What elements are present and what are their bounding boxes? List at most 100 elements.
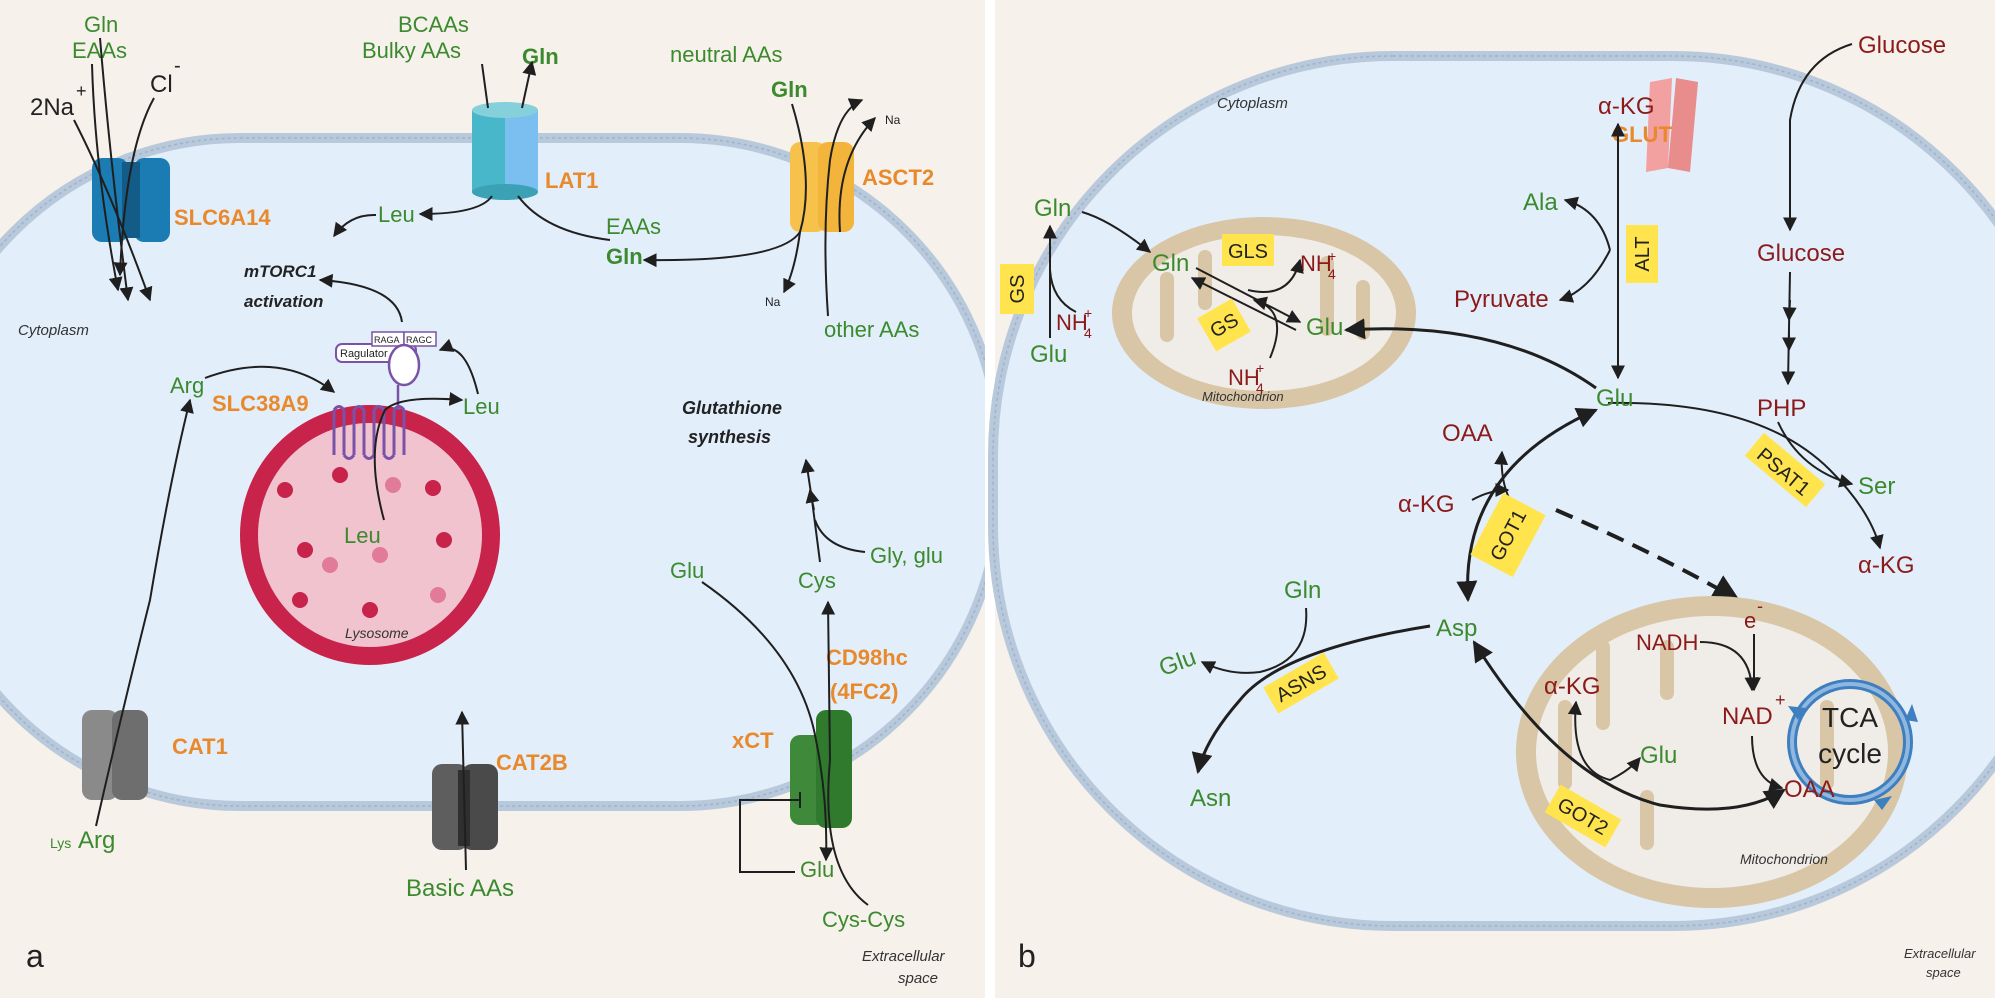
arrow-na-in	[73, 119, 153, 302]
psat1-tag	[1744, 432, 1826, 508]
glu-cytoplasm: Glu	[670, 558, 704, 583]
neutral-aas-substrate: neutral AAs	[670, 42, 783, 67]
panel-a-extracellular-label-2: space	[898, 970, 938, 987]
eaas-cytoplasm: EAAs	[606, 214, 661, 239]
glucose-extracellular: Glucose	[1858, 32, 1946, 59]
arrow-gln-glu-gls	[1195, 267, 1302, 323]
akg-psat1: α-KG	[1858, 552, 1915, 579]
tca-arrow-3	[1874, 796, 1892, 810]
cat1-label: CAT1	[172, 734, 228, 759]
gln-asct2-out: Gln	[771, 77, 808, 102]
panel-b-cytoplasm-label: Cytoplasm	[1217, 95, 1288, 112]
gs-left-label: GS	[1007, 275, 1029, 304]
nh4-mito-2-sub: 4	[1256, 380, 1264, 396]
cl-charge: -	[174, 55, 181, 77]
panel-a: Cytoplasm Extracellular space a SLC6A14 …	[0, 0, 1005, 998]
arrow-glu-gln-gs	[1190, 277, 1297, 331]
glu-left: Glu	[1030, 341, 1067, 368]
nh4-left: NH	[1056, 310, 1088, 335]
line-nh4-left	[1049, 269, 1077, 313]
arrow-asp-asn	[1191, 624, 1431, 775]
gly-glu-substrate: Gly, glu	[870, 543, 943, 568]
slc38a9-label: SLC38A9	[212, 391, 309, 416]
panel-b: Cytoplasm Extracellular space b GLUT Glu…	[988, 0, 1995, 998]
php-metabolite: PHP	[1757, 395, 1806, 422]
lat1-transporter	[472, 102, 538, 200]
lysosome-label: Lysosome	[345, 625, 409, 641]
akg-mito2: α-KG	[1544, 673, 1601, 700]
arrow-nh4-release	[1247, 258, 1304, 293]
glutathione-line1: Glutathione	[682, 398, 782, 418]
gln-asns: Gln	[1284, 577, 1321, 604]
panel-b-membrane-texture	[992, 55, 1995, 927]
lat1-label: LAT1	[545, 168, 598, 193]
other-aas: other AAs	[824, 317, 919, 342]
electron: e	[1744, 608, 1756, 633]
basic-aas-substrate: Basic AAs	[406, 875, 514, 902]
glu-extracellular: Glu	[800, 857, 834, 882]
cl-ion: Cl	[150, 71, 173, 98]
nad-charge: +	[1775, 690, 1786, 710]
arrow-glycolysis-step-1	[1782, 299, 1797, 322]
alt-tag	[1626, 225, 1658, 283]
cat2b-transporter	[432, 764, 498, 850]
got1-tag	[1470, 492, 1546, 578]
gln-lat1-out: Gln	[522, 44, 559, 69]
mtorc1-line1: mTORC1	[244, 262, 316, 281]
arrow-leu-efflux	[373, 392, 464, 521]
gln-cytoplasm: Gln	[606, 244, 643, 269]
arrow-cystine-in	[821, 600, 869, 906]
asct2-transporter	[790, 142, 854, 232]
glu-mito2: Glu	[1640, 742, 1677, 769]
ser-metabolite: Ser	[1858, 473, 1895, 500]
arrow-glu-akg-psat1	[1607, 401, 1884, 550]
nh4-mito-2: NH	[1228, 365, 1260, 390]
pyruvate-metabolite: Pyruvate	[1454, 286, 1549, 313]
nh4-mito: NH	[1300, 251, 1332, 276]
glut-label: GLUT	[1612, 122, 1672, 147]
arrow-cl-in	[113, 97, 155, 277]
cd98hc-label-1: CD98hc	[826, 645, 908, 670]
arrow-gln-mito-in	[1081, 211, 1152, 253]
inhibition-line	[739, 799, 800, 873]
arrow-na-asct2-out	[838, 116, 876, 233]
arrow-gln-efflux	[521, 60, 537, 109]
mitochondrion-2-label: Mitochondrion	[1740, 851, 1828, 867]
panel-b-extracellular-label-1: Extracellular	[1904, 946, 1976, 961]
asns-tag	[1263, 652, 1339, 714]
glu-center: Glu	[1596, 385, 1633, 412]
arg-extracellular: Arg	[78, 827, 115, 854]
glutathione-line2: synthesis	[688, 427, 771, 447]
oaa-cytoplasm: OAA	[1442, 420, 1493, 447]
ala-metabolite: Ala	[1523, 189, 1558, 216]
nad-metabolite: NAD	[1722, 703, 1773, 730]
ragulator-complex	[335, 331, 437, 410]
na-ion-in: Na	[765, 295, 781, 309]
two-na-ion: 2Na	[30, 94, 75, 121]
tca-cycle-highlight	[1790, 682, 1910, 802]
arrow-cys-step-2	[805, 488, 820, 511]
arg-cytoplasm: Arg	[170, 373, 204, 398]
gls-label: GLS	[1228, 241, 1268, 263]
cat2b-label: CAT2B	[496, 750, 568, 775]
line-eaas-lat1	[517, 195, 611, 241]
ragc-label: RAGC	[406, 335, 433, 345]
arrow-electron-shuttle	[1555, 508, 1741, 602]
na-ion-out: Na	[885, 113, 901, 127]
nh4-mito-charge: +	[1328, 248, 1336, 264]
tca-arrow-1	[1788, 706, 1806, 720]
arrow-arg-slc38a9	[204, 365, 336, 393]
arrow-glu-efflux	[701, 581, 834, 862]
xct-label: xCT	[732, 728, 774, 753]
arrow-basic-aas-in	[455, 710, 470, 871]
ragulator-label: Ragulator	[340, 348, 388, 360]
gs-mito-tag	[1197, 298, 1251, 352]
arrow-glu-mito1	[1343, 318, 1597, 390]
gls-tag	[1222, 234, 1274, 266]
glut-transporter	[1646, 78, 1698, 172]
alt-label: ALT	[1632, 236, 1654, 271]
arrow-lat1-leu	[418, 195, 493, 221]
got2-tag	[1544, 784, 1622, 848]
slc6a14-label: SLC6A14	[174, 205, 271, 230]
gln-left: Gln	[1034, 195, 1071, 222]
